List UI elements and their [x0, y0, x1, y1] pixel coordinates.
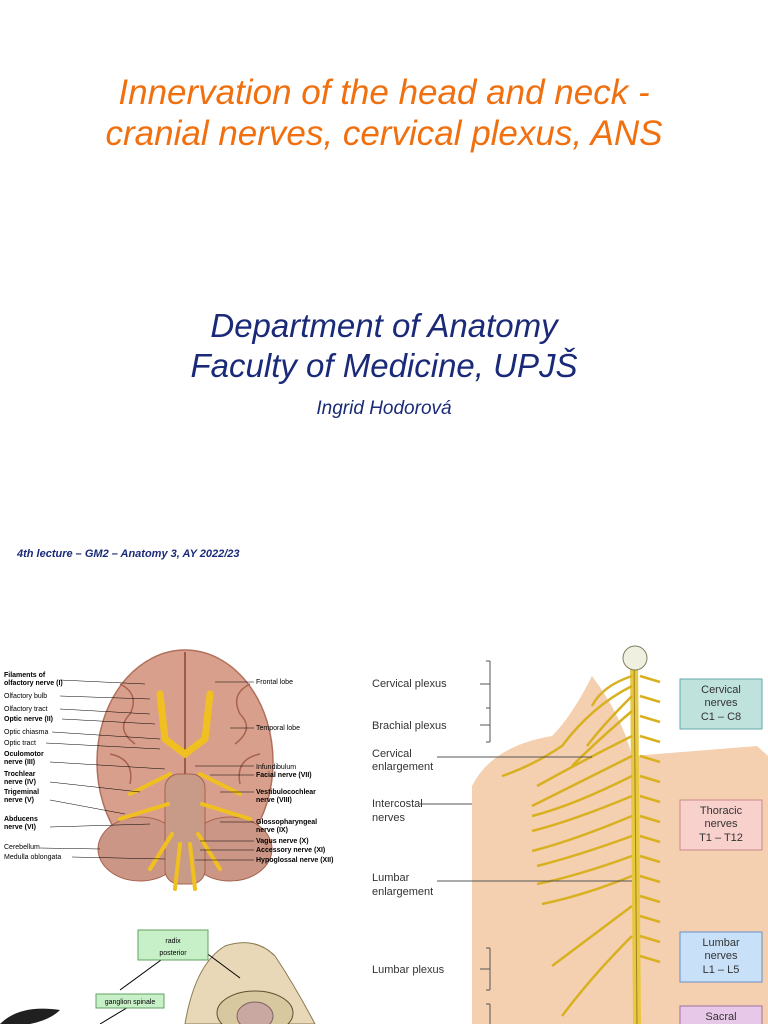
spine-left-label: enlargement	[372, 761, 433, 773]
spine-left-label: Lumbar	[372, 872, 410, 884]
brain-left-label: Olfactory bulb	[4, 693, 47, 700]
spine-left-label: enlargement	[372, 886, 433, 898]
ganglion-label: ganglion spinale	[105, 999, 156, 1006]
brain-right-label: Vagus nerve (X)	[256, 838, 309, 845]
brain-left-label: nerve (IV)	[4, 779, 36, 786]
brain-right-label: nerve (VIII)	[256, 797, 292, 804]
lumbar-box-line-1: Lumbar	[702, 937, 740, 949]
cervical-box-line-2: nerves	[704, 697, 738, 709]
brain-left-label: Olfactory tract	[4, 706, 48, 713]
spine-left-label: Lumbar plexus	[372, 964, 445, 976]
brain-right-label: Glossopharyngeal	[256, 819, 317, 826]
spine-left-label: Cervical	[372, 748, 412, 760]
spine-left-label: Intercostal	[372, 798, 423, 810]
department-block: Department of Anatomy Faculty of Medicin…	[0, 306, 768, 386]
cervical-box-line-1: Cervical	[701, 684, 741, 696]
brain-right-label: Frontal lobe	[256, 679, 293, 686]
brain-right-label: Accessory nerve (XI)	[256, 847, 325, 854]
sacral-box-line-1: Sacral	[705, 1011, 736, 1023]
brain-right-label: Temporal lobe	[256, 725, 300, 732]
spine-left-label: nerves	[372, 812, 406, 824]
cervical-box-line-3: C1 – C8	[701, 711, 741, 723]
brain-left-label: Trigeminal	[4, 789, 39, 796]
brain-left-label: Optic chiasma	[4, 729, 48, 736]
title-line-1: Innervation of the head and neck -	[118, 73, 650, 112]
brain-left-label: Filaments of	[4, 672, 46, 679]
brain-left-label: Optic tract	[4, 740, 36, 747]
brain-base-illustration: Filaments of olfactory nerve (I) Olfacto…	[0, 644, 362, 900]
thoracic-box-line-1: Thoracic	[700, 805, 743, 817]
department-line-1: Department of Anatomy	[210, 307, 558, 344]
spinal-nerves-illustration: Cervical plexus Brachial plexus Cervical…	[362, 636, 768, 1024]
thoracic-box-line-3: T1 – T12	[699, 832, 743, 844]
brain-left-label: Cerebellum	[4, 844, 40, 851]
spine-left-label: Brachial plexus	[372, 720, 447, 732]
brain-left-label: Trochlear	[4, 771, 36, 778]
lecture-info: 4th lecture – GM2 – Anatomy 3, AY 2022/2…	[17, 548, 240, 560]
brain-left-label: Oculomotor	[4, 751, 44, 758]
spine-left-label: Cervical plexus	[372, 678, 447, 690]
brain-right-label: Facial nerve (VII)	[256, 772, 312, 779]
radix-label-line-2: posterior	[159, 950, 187, 957]
brain-left-label: Medulla oblongata	[4, 854, 61, 861]
title-line-2: cranial nerves, cervical plexus, ANS	[105, 114, 663, 153]
lumbar-box-line-2: nerves	[704, 950, 738, 962]
spinal-cord-section-illustration: radix posterior ganglion spinale	[0, 918, 362, 1024]
radix-label-line-1: radix	[165, 938, 181, 945]
slide-title: Innervation of the head and neck - crani…	[0, 72, 768, 154]
author-name: Ingrid Hodorová	[316, 398, 452, 419]
brain-left-label: olfactory nerve (I)	[4, 680, 63, 687]
department-line-2: Faculty of Medicine, UPJŠ	[190, 347, 578, 384]
brain-left-label: nerve (V)	[4, 797, 34, 804]
brain-left-label: Abducens	[4, 816, 38, 823]
brain-right-label: Hypoglossal nerve (XII)	[256, 857, 333, 864]
thoracic-box-line-2: nerves	[704, 818, 738, 830]
brain-left-label: nerve (III)	[4, 759, 35, 766]
lumbar-box-line-3: L1 – L5	[703, 964, 740, 976]
brain-left-label: nerve (VI)	[4, 824, 36, 831]
brain-right-label: nerve (IX)	[256, 827, 288, 834]
brain-right-label: Vestibulocochlear	[256, 789, 316, 796]
brain-left-label: Optic nerve (II)	[4, 716, 53, 723]
brain-right-label: Infundibulum	[256, 764, 296, 771]
